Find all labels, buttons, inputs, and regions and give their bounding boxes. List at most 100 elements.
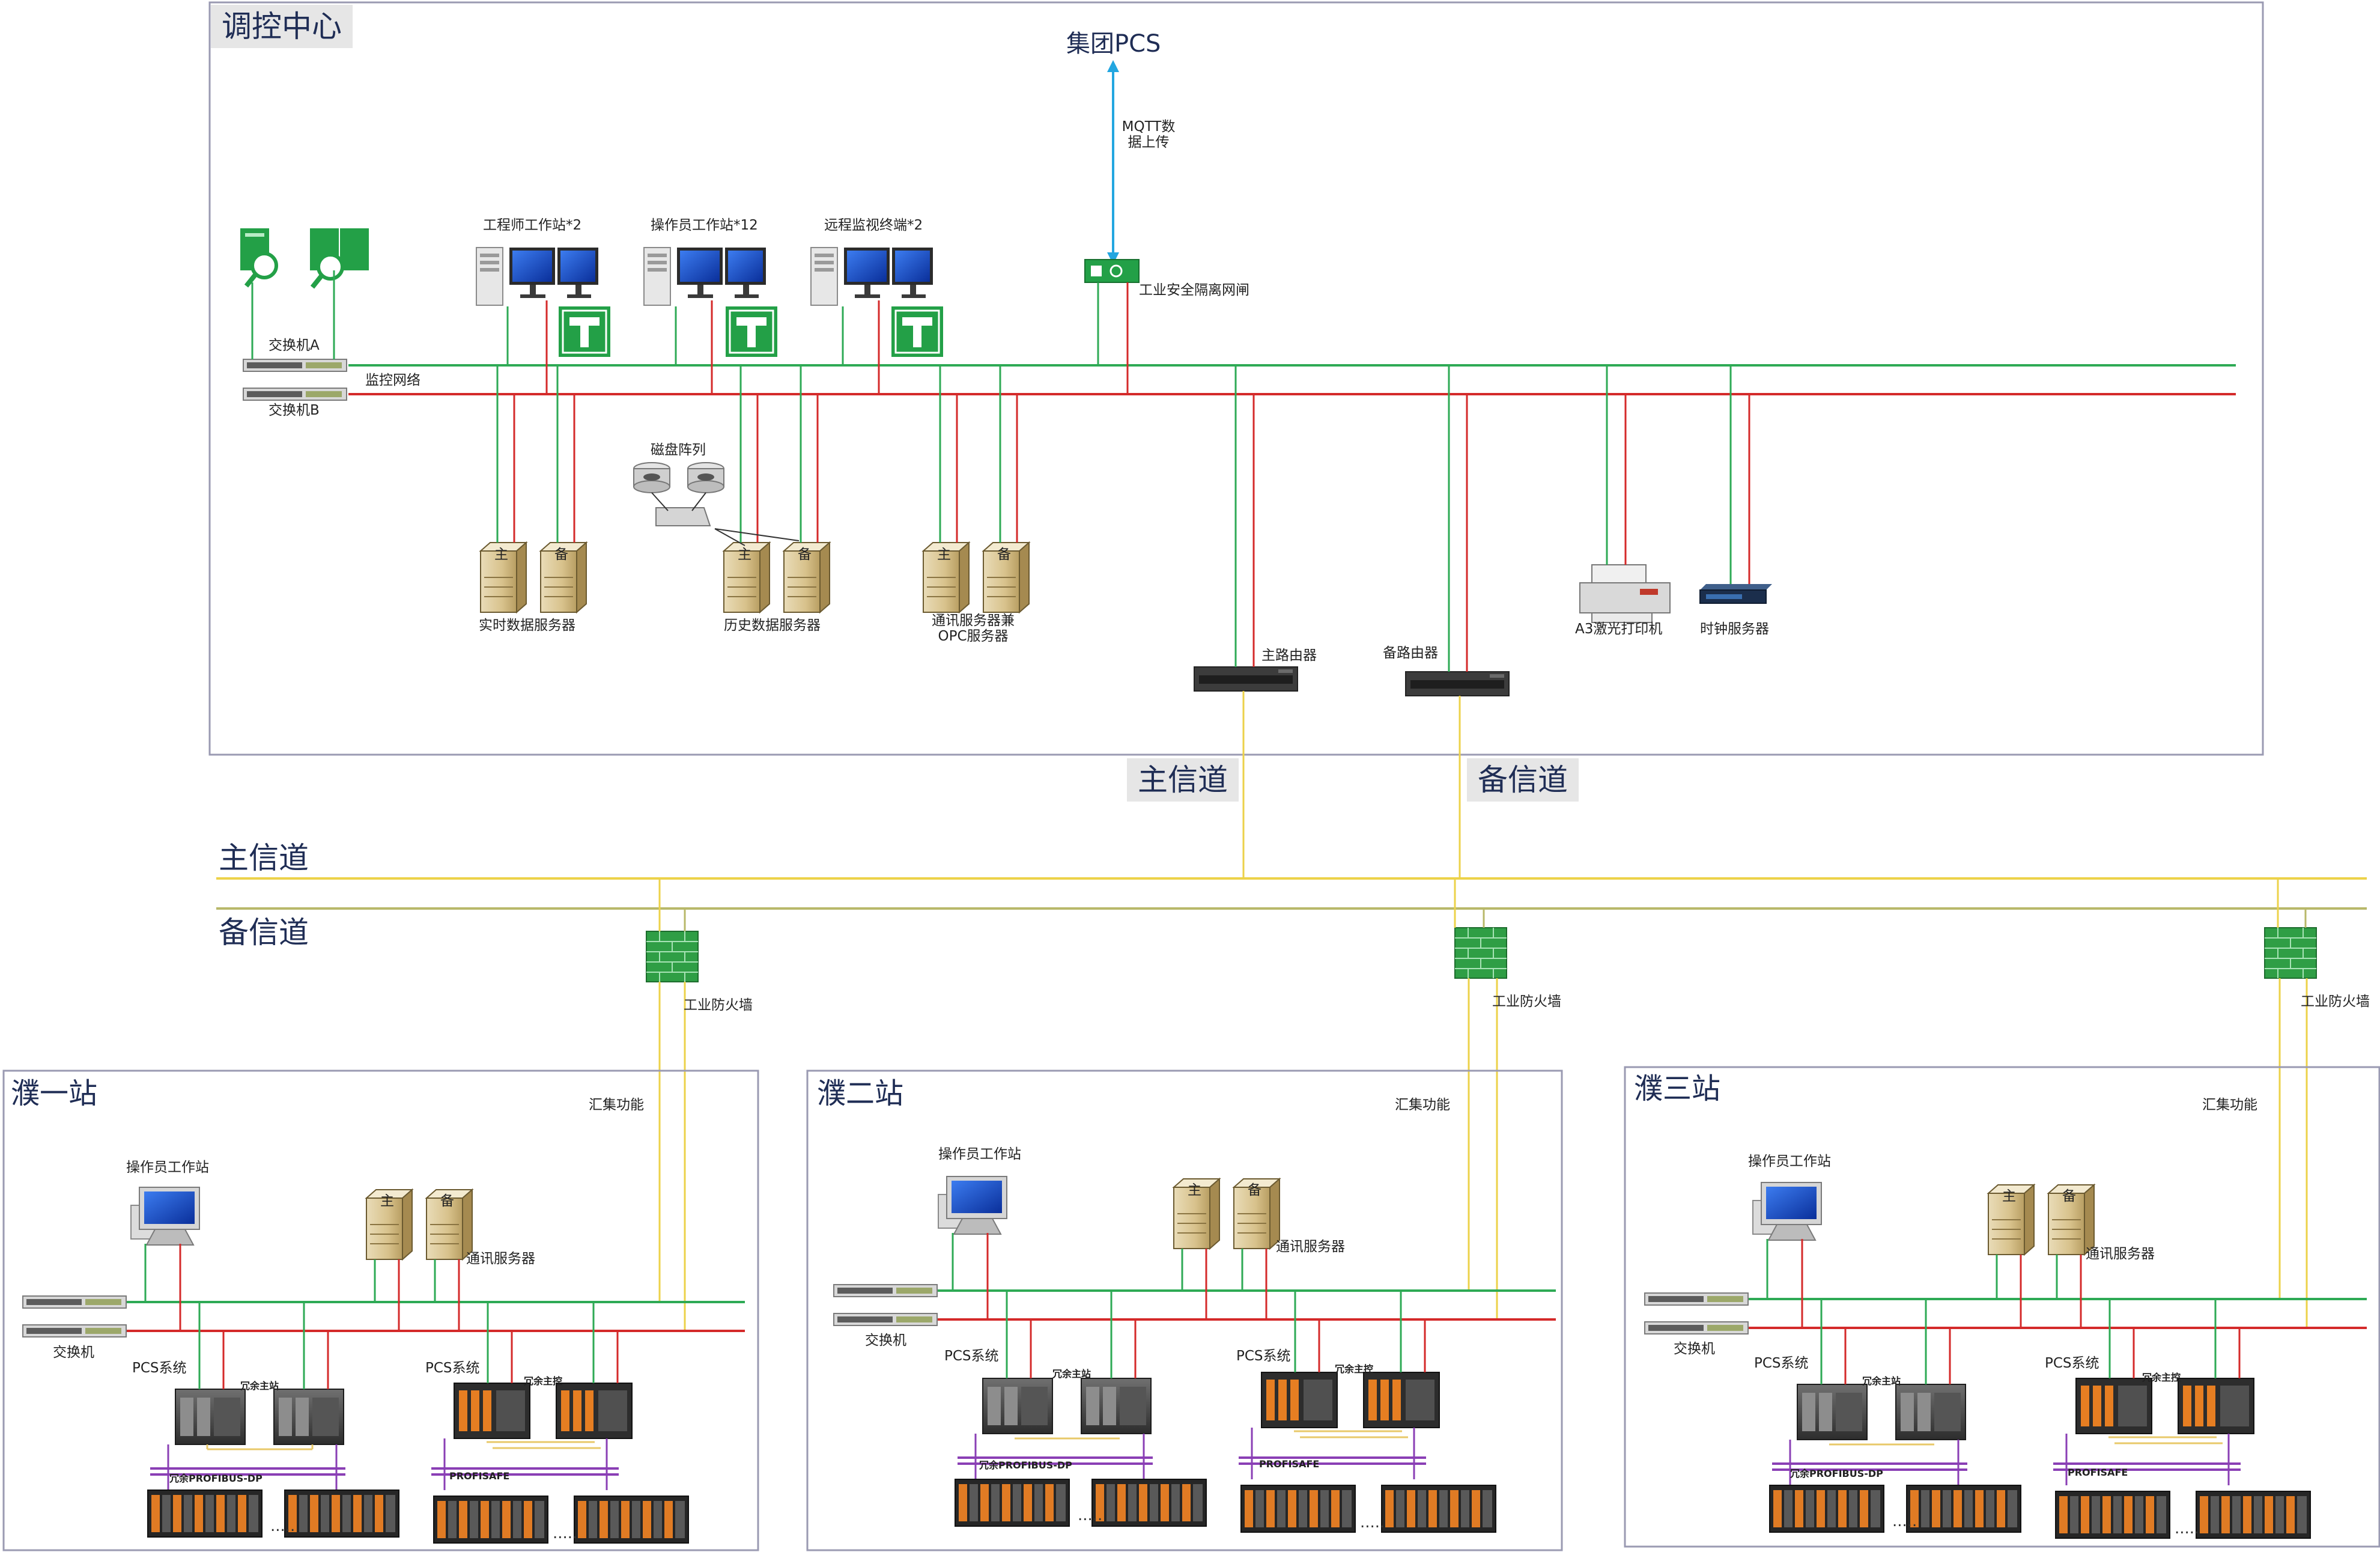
switch-a-icon (243, 359, 347, 372)
comm-opc-server-label: 通讯服务器兼 OPC服务器 (919, 613, 1027, 644)
station-1-rack-1-icon (147, 1490, 263, 1538)
station-1-plc-b2-icon (556, 1383, 633, 1439)
svg-text:.....: ..... (1360, 1514, 1385, 1532)
history-server-label: 历史数据服务器 (724, 618, 821, 633)
backup-channel-label: 备信道 (219, 915, 309, 950)
realtime-server-main-tag: 主 (494, 547, 508, 562)
station-1-switch-label: 交换机 (53, 1345, 94, 1360)
switch-b-label: 交换机B (269, 403, 320, 418)
station-3-redundant-b-label: 冗余主控 (2142, 1372, 2181, 1383)
station-1-pcs-b-label: PCS系统 (425, 1360, 480, 1376)
switch-a-label: 交换机A (269, 338, 320, 353)
clock-server-label: 时钟服务器 (1700, 621, 1769, 637)
realtime-server-backup-tag: 备 (554, 547, 568, 562)
mqtt-label-line-1: MQTT数 (1122, 119, 1176, 135)
realtime-server-label: 实时数据服务器 (479, 618, 575, 633)
main-router-icon (1194, 666, 1298, 692)
station-1-rack-2-icon (284, 1490, 399, 1538)
station-2-bus-b-label: PROFISAFE (1259, 1458, 1320, 1470)
station-3-pcs-b-label: PCS系统 (2045, 1356, 2099, 1371)
comm-opc-server-label-line-2: OPC服务器 (938, 628, 1009, 644)
station-1-bus-b-label: PROFISAFE (449, 1470, 510, 1482)
station-2-rack-3-icon (1240, 1485, 1356, 1533)
station-2-operator-pc-icon (938, 1176, 1007, 1235)
station-2-summary: 汇集功能 (1395, 1097, 1450, 1113)
control-center-frame (208, 1, 2264, 756)
comm-opc-server-label-line-1: 通讯服务器兼 (932, 613, 1015, 628)
station-2-redundant-b-label: 冗余主控 (1335, 1363, 1374, 1375)
station-2-plc-a2-icon (1081, 1378, 1152, 1434)
station-1-rack-4-icon (574, 1496, 689, 1544)
operator-workstation-label: 操作员工作站*12 (651, 218, 758, 233)
backup-router-label: 备路由器 (1383, 645, 1438, 661)
station-2-pcs-b-label: PCS系统 (1236, 1348, 1291, 1364)
backup-channel-box: 备信道 (1467, 758, 1579, 802)
station-1-comm-backup-tag: 备 (440, 1193, 454, 1209)
firewall-1-label: 工业防火墙 (684, 997, 753, 1013)
station-2-rack-1-icon (955, 1479, 1070, 1527)
station-2-bus-a-label: 冗余PROFIBUS-DP (979, 1459, 1072, 1471)
station-1-plc-a2-icon (273, 1389, 344, 1445)
remote-terminal-label: 远程监视终端*2 (824, 218, 923, 233)
station-2: ..... ..... (806, 1070, 1563, 1551)
group-pcs-label: 集团PCS (1066, 30, 1161, 58)
station-3-switch-b-icon (1644, 1321, 1749, 1334)
station-3-bus-b-label: PROFISAFE (2068, 1467, 2128, 1478)
station-1: ..... ..... (2, 1070, 759, 1551)
station-2-pcs-a-label: PCS系统 (944, 1348, 999, 1364)
security-server-icon-2 (310, 228, 369, 289)
remote-tower-icon (810, 247, 838, 306)
printer-icon (1579, 564, 1671, 623)
station-3-plc-b1-icon (2075, 1378, 2152, 1434)
engineer-workstation-label: 工程师工作站*2 (483, 218, 582, 233)
station-3-switch-a-icon (1644, 1292, 1749, 1306)
station-3-plc-a1-icon (1797, 1384, 1868, 1440)
main-channel-box: 主信道 (1127, 758, 1239, 802)
station-2-switch-a-icon (833, 1284, 938, 1297)
disk-array-icon (633, 462, 800, 546)
station-3-pcs-a-label: PCS系统 (1754, 1356, 1809, 1371)
mqtt-label-line-2: 据上传 (1128, 135, 1170, 150)
remote-t-badge-icon (890, 305, 944, 358)
station-3-operator-pc-icon (1752, 1182, 1822, 1241)
switch-b-icon (243, 388, 347, 401)
history-server-backup-tag: 备 (798, 547, 812, 562)
station-2-redundant-a-label: 冗余主站 (1052, 1368, 1091, 1380)
clock-server-icon (1699, 584, 1772, 604)
operator-tower-icon (643, 247, 671, 306)
station-1-switch-b-icon (22, 1324, 127, 1337)
station-1-pcs-a-label: PCS系统 (132, 1360, 187, 1376)
station-1-redundant-a-label: 冗余主站 (240, 1380, 279, 1392)
control-center-title: 调控中心 (211, 5, 353, 48)
station-1-switch-a-icon (22, 1295, 127, 1309)
station-3-comm-main-tag: 主 (2002, 1188, 2016, 1204)
disk-array-label: 磁盘阵列 (651, 442, 706, 458)
station-3-rack-4-icon (2196, 1491, 2311, 1539)
main-router-label: 主路由器 (1261, 648, 1317, 663)
firewall-icon-2 (1454, 927, 1507, 979)
station-2-plc-b2-icon (1363, 1372, 1440, 1428)
monitor-network-label: 监控网络 (365, 373, 420, 388)
station-1-plc-b1-icon (454, 1383, 530, 1439)
gateway-label: 工业安全隔离网闸 (1139, 282, 1249, 298)
station-1-bus-a-label: 冗余PROFIBUS-DP (169, 1473, 263, 1484)
station-2-plc-a1-icon (982, 1378, 1053, 1434)
engineer-t-badge-icon (557, 305, 612, 358)
station-1-operator-label: 操作员工作站 (126, 1160, 209, 1175)
engineer-tower-icon (476, 247, 503, 306)
svg-text:.....: ..... (2175, 1520, 2199, 1538)
station-3-rack-1-icon (1769, 1485, 1884, 1533)
station-3-plc-a2-icon (1895, 1384, 1966, 1440)
station-1-rack-3-icon (433, 1496, 548, 1544)
station-1-comm-main-tag: 主 (380, 1193, 394, 1209)
station-2-rack-4-icon (1381, 1485, 1496, 1533)
station-3-comm-backup-tag: 备 (2062, 1188, 2076, 1204)
station-3-rack-3-icon (2055, 1491, 2170, 1539)
firewall-icon-1 (646, 931, 699, 982)
station-3: ..... ..... (1624, 1066, 2380, 1548)
svg-text:.....: ..... (553, 1524, 577, 1542)
station-2-comm-label: 通讯服务器 (1276, 1239, 1345, 1255)
station-1-comm-label: 通讯服务器 (466, 1251, 535, 1267)
svg-text:.....: ..... (1892, 1512, 1917, 1530)
